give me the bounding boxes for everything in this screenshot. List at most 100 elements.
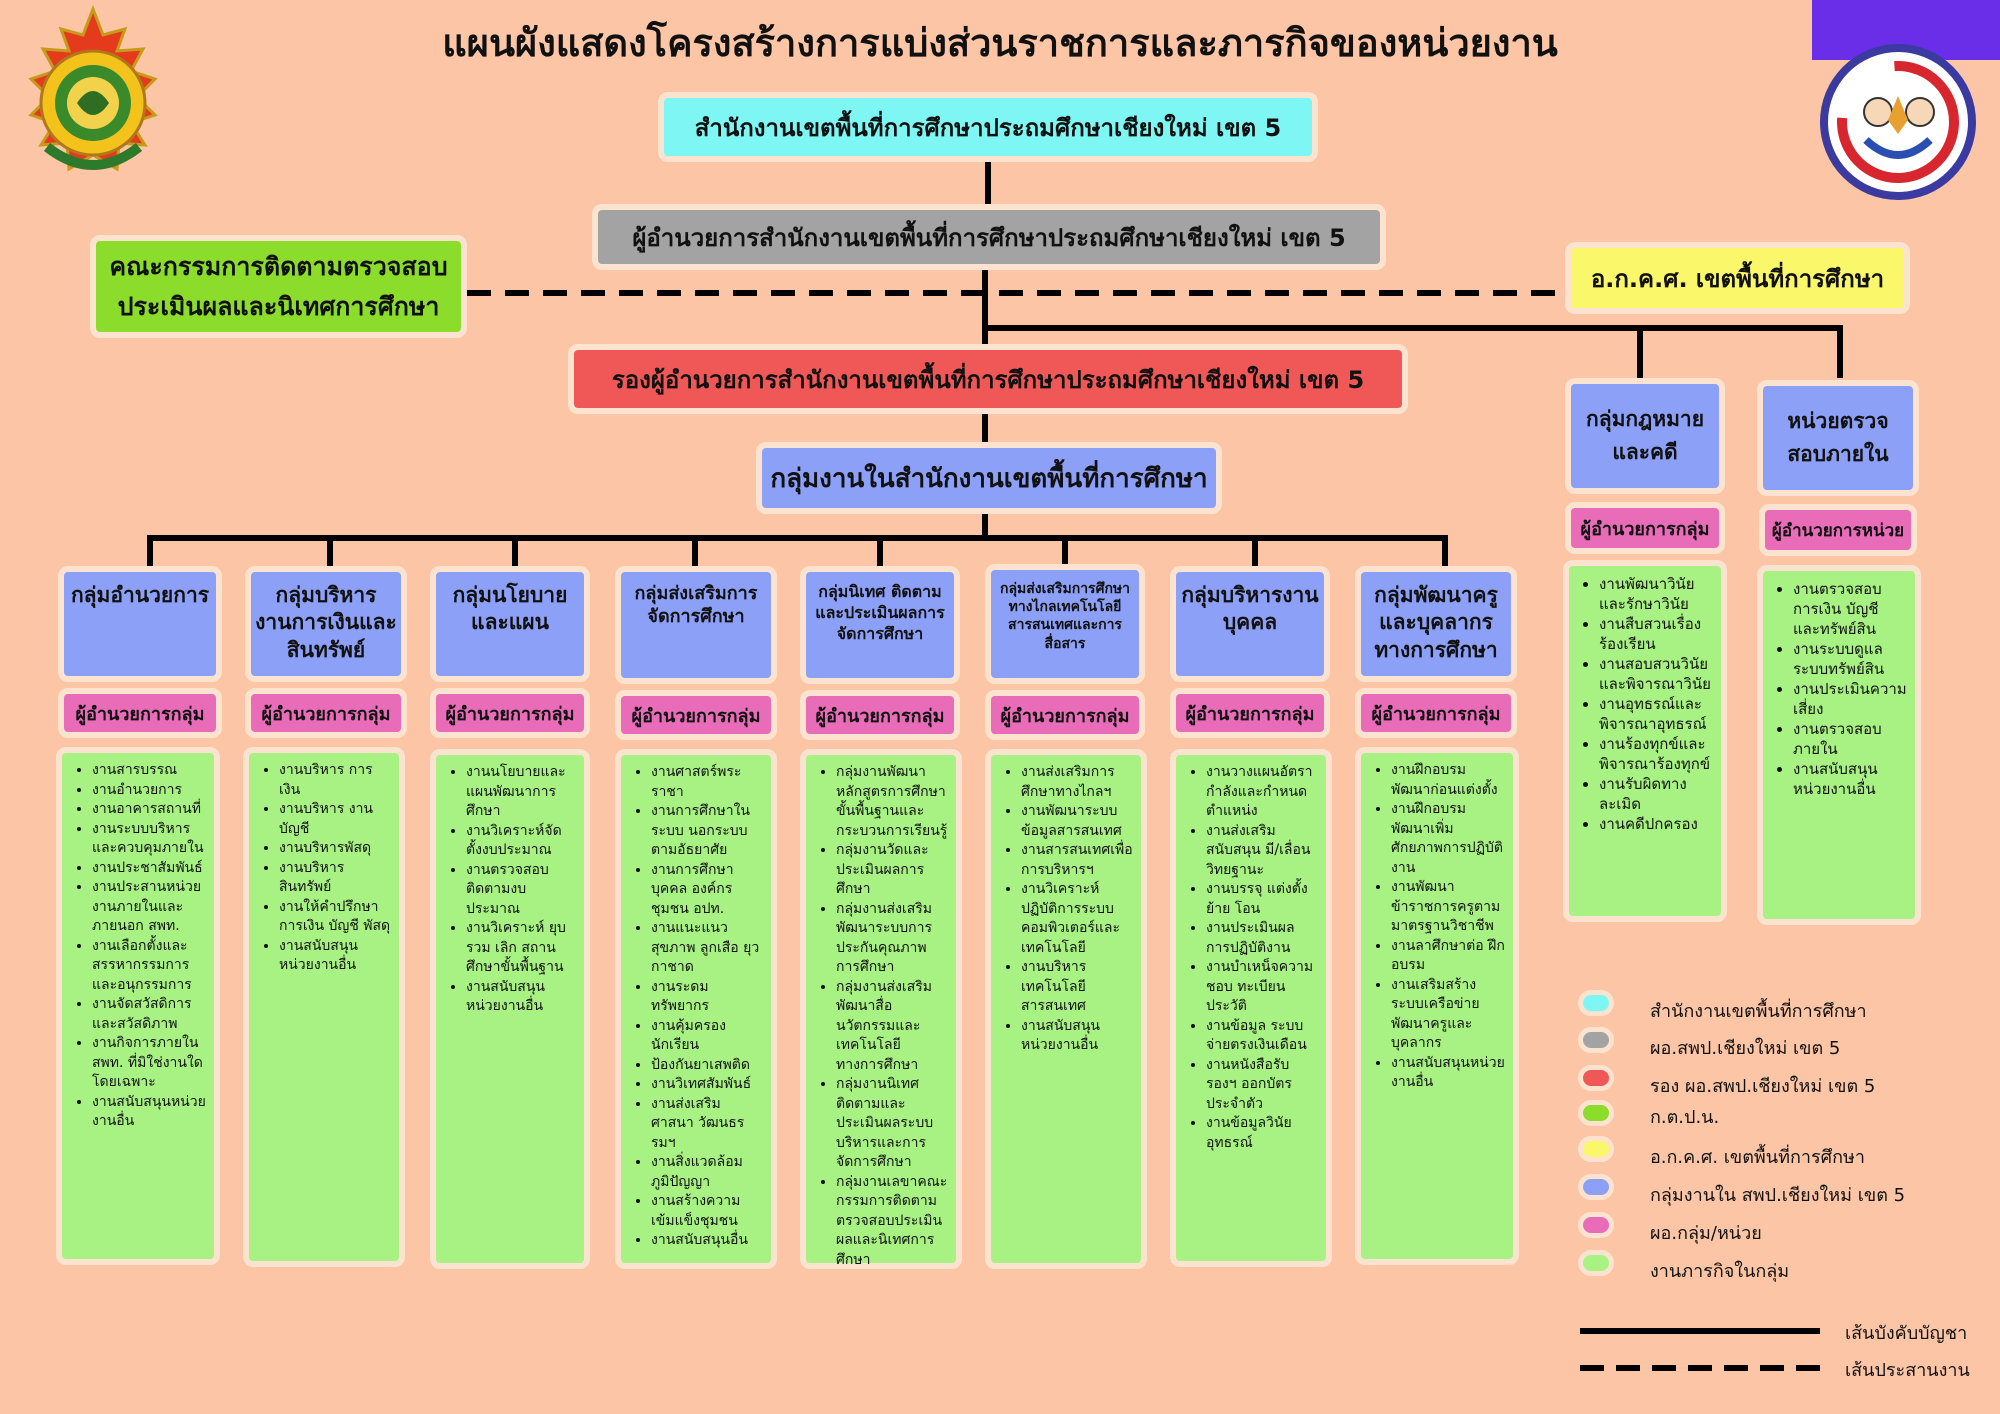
legend-swatch	[1578, 1100, 1614, 1126]
dashed-line-legend-label: เส้นประสานงาน	[1845, 1360, 1970, 1381]
group-header: กลุ่มบริหารงานการเงินและสินทรัพย์	[245, 566, 407, 682]
duty-item: งานการศึกษาบุคคล องค์กร ชุมชน อปท.	[651, 861, 763, 920]
group-header: กลุ่มพัฒนาครูและบุคลากรทางการศึกษา	[1355, 566, 1517, 682]
duty-list: งานวางแผนอัตรากำลังและกำหนดตำแหน่ง งานส่…	[1176, 763, 1326, 1153]
duty-item: งานตรวจสอบติดตามงบประมาณ	[466, 861, 576, 920]
duty-item: งานหนังสือรับรองฯ ออกบัตรประจำตัว	[1206, 1056, 1318, 1115]
duty-item: กลุ่มงานเลขาคณะกรรมการติดตามตรวจสอบประเม…	[836, 1173, 948, 1271]
legend-label: ผอ.สพป.เชียงใหม่ เขต 5	[1650, 1038, 1841, 1059]
legend-label: กลุ่มงานใน สพป.เชียงใหม่ เขต 5	[1650, 1185, 1906, 1206]
duty-item: งานข้อมูล ระบบจ่ายตรงเงินเดือน	[1206, 1017, 1318, 1056]
duty-item: งานสนับสนุนอื่น	[651, 1231, 763, 1251]
duty-item: งานลาศึกษาต่อ ฝึกอบรม	[1391, 937, 1505, 976]
duty-item: งานฝึกอบรมพัฒนาเพิ่มศักยภาพการปฏิบัติงาน	[1391, 800, 1505, 878]
duty-item: งานข้อมูลวินัย อุทธรณ์	[1206, 1114, 1318, 1153]
duty-item: งานอาคารสถานที่	[92, 800, 206, 820]
group-duties: งานส่งเสริมการศึกษาทางไกลฯ งานพัฒนาระบบข…	[985, 749, 1147, 1269]
audit-unit-line2: สอบภายใน	[1787, 442, 1889, 466]
duty-item: งานวางแผนอัตรากำลังและกำหนดตำแหน่ง	[1206, 763, 1318, 822]
duty-item: งานรับผิดทางละเมิด	[1599, 774, 1713, 814]
legend-label: สำนักงานเขตพื้นที่การศึกษา	[1650, 1001, 1867, 1022]
group-duties: งานสารบรรณ งานอำนวยการ งานอาคารสถานที่ ง…	[56, 747, 220, 1265]
group-header: กลุ่มนโยบายและแผน	[430, 566, 590, 682]
duty-item: งานสิ่งแวดล้อม ภูมิปัญญา	[651, 1153, 763, 1192]
duty-item: งานสอบสวนวินัยและพิจารณาวินัย	[1599, 654, 1713, 694]
duty-item: งานบริหาร สินทรัพย์	[279, 859, 391, 898]
legend-label: รอง ผอ.สพป.เชียงใหม่ เขต 5	[1650, 1076, 1876, 1097]
duty-list: งานบริหาร การเงิน งานบริหาร งานบัญชี งาน…	[249, 761, 399, 976]
duty-item: งานบำเหน็จความชอบ ทะเบียนประวัติ	[1206, 958, 1318, 1017]
group-duties: งานบริหาร การเงิน งานบริหาร งานบัญชี งาน…	[243, 747, 405, 1267]
duty-item: กลุ่มงานพัฒนาหลักสูตรการศึกษาขั้นพื้นฐาน…	[836, 763, 948, 841]
duty-item: งานวิเคราะห์ ยุบ รวม เลิก สถานศึกษาขั้นพ…	[466, 919, 576, 978]
group-duties: งานศาสตร์พระราชา งานการศึกษาในระบบ นอกระ…	[615, 749, 777, 1269]
legal-group-header: กลุ่มกฎหมาย และคดี	[1565, 378, 1725, 494]
group-manager: ผู้อำนวยการกลุ่ม	[615, 690, 777, 740]
duty-item: งานระบบดูแลระบบทรัพย์สิน	[1793, 639, 1907, 679]
legend-swatch	[1578, 1027, 1614, 1053]
office-box: สำนักงานเขตพื้นที่การศึกษาประถมศึกษาเชีย…	[658, 92, 1318, 162]
duty-item: งานคดีปกครอง	[1599, 814, 1713, 834]
duty-item: งานเสริมสร้างระบบเครือข่ายพัฒนาครูและบุค…	[1391, 976, 1505, 1054]
duty-list: กลุ่มงานพัฒนาหลักสูตรการศึกษาขั้นพื้นฐาน…	[806, 763, 956, 1270]
duty-item: งานสารสนเทศเพื่อการบริหารฯ	[1021, 841, 1133, 880]
group-manager: ผู้อำนวยการกลุ่ม	[985, 690, 1145, 740]
duty-item: งานคุ้มครองนักเรียน	[651, 1017, 763, 1056]
legal-group-line1: กลุ่มกฎหมาย	[1585, 407, 1705, 431]
duty-item: งานบรรจุ แต่งตั้ง ย้าย โอน	[1206, 880, 1318, 919]
group-duties: กลุ่มงานพัฒนาหลักสูตรการศึกษาขั้นพื้นฐาน…	[800, 749, 962, 1269]
duty-item: งานตรวจสอบภายใน	[1793, 719, 1907, 759]
committee-line1: คณะกรรมการติดตามตรวจสอบ	[109, 251, 448, 281]
duty-item: งานสืบสวนเรื่องร้องเรียน	[1599, 614, 1713, 654]
duty-item: งานการศึกษาในระบบ นอกระบบ ตามอัธยาศัย	[651, 802, 763, 861]
duty-item: งานวิเคราะห์ปฏิบัติการระบบคอมพิวเตอร์และ…	[1021, 880, 1133, 958]
duty-item: งานสนับสนุนหน่วยงานอื่น	[1793, 759, 1907, 799]
legal-group-duties: งานพัฒนาวินัยและรักษาวินัย งานสืบสวนเรื่…	[1563, 560, 1727, 922]
legend-swatch	[1578, 1250, 1614, 1276]
duty-item: งานนโยบายและแผนพัฒนาการศึกษา	[466, 763, 576, 822]
duty-item: งานอุทธรณ์และพิจารณาอุทธรณ์	[1599, 694, 1713, 734]
group-header: กลุ่มส่งเสริมการศึกษาทางไกลเทคโนโลยีสารส…	[985, 564, 1145, 684]
group-header: กลุ่มนิเทศ ติดตามและประเมินผลการจัดการศึ…	[800, 566, 960, 684]
duty-item: กลุ่มงานส่งเสริมพัฒนาสื่อ นวัตกรรมและเทค…	[836, 978, 948, 1076]
duty-item: งานพัฒนาข้าราชการครูตามมาตรฐานวิชาชีพ	[1391, 878, 1505, 937]
duty-item: งานเลือกตั้งและสรรหากรรมการและอนุกรรมการ	[92, 937, 206, 996]
duty-item: งานตรวจสอบการเงิน บัญชี และทรัพย์สิน	[1793, 579, 1907, 639]
committee-box: คณะกรรมการติดตามตรวจสอบ ประเมินผลและนิเท…	[90, 235, 467, 338]
duty-list: งานพัฒนาวินัยและรักษาวินัย งานสืบสวนเรื่…	[1569, 574, 1721, 834]
audit-unit-manager: ผู้อำนวยการหน่วย	[1759, 504, 1917, 556]
duty-item: งานอำนวยการ	[92, 781, 206, 801]
audit-unit-header: หน่วยตรวจ สอบภายใน	[1757, 380, 1919, 496]
duty-list: งานส่งเสริมการศึกษาทางไกลฯ งานพัฒนาระบบข…	[991, 763, 1141, 1056]
duty-list: งานสารบรรณ งานอำนวยการ งานอาคารสถานที่ ง…	[62, 761, 214, 1132]
duty-item: งานพัฒนาระบบข้อมูลสารสนเทศ	[1021, 802, 1133, 841]
duty-item: งานสนับสนุนหน่วยงานอื่น	[1391, 1054, 1505, 1093]
audit-unit-duties: งานตรวจสอบการเงิน บัญชี และทรัพย์สิน งาน…	[1757, 565, 1921, 925]
legal-group-line2: และคดี	[1612, 440, 1678, 464]
duty-item: กลุ่มงานส่งเสริมพัฒนาระบบการประกันคุณภาพ…	[836, 900, 948, 978]
group-header: กลุ่มบริหารงานบุคคล	[1170, 566, 1330, 682]
duty-item: งานส่งเสริมการศึกษาทางไกลฯ	[1021, 763, 1133, 802]
group-header: กลุ่มส่งเสริมการจัดการศึกษา	[615, 566, 777, 684]
duty-item: งานประเมินผลการปฏิบัติงาน	[1206, 919, 1318, 958]
legend-swatch	[1578, 1065, 1614, 1091]
legend-label: งานภารกิจในกลุ่ม	[1650, 1261, 1790, 1282]
duty-item: งานส่งเสริม สนับสนุน มี/เลื่อนวิทยฐานะ	[1206, 822, 1318, 881]
page-title: แผนผังแสดงโครงสร้างการแบ่งส่วนราชการและภ…	[442, 21, 1558, 65]
duty-item: งานร้องทุกข์และพิจารณาร้องทุกข์	[1599, 734, 1713, 774]
group-manager: ผู้อำนวยการกลุ่ม	[430, 688, 590, 738]
duty-item: งานวิเทศสัมพันธ์	[651, 1075, 763, 1095]
duty-item: งานสนับสนุนหน่วยงานอื่น	[279, 937, 391, 976]
duty-item: งานประสานหน่วยงานภายในและภายนอก สพท.	[92, 878, 206, 937]
duty-item: งานส่งเสริมศาสนา วัฒนธรรมฯ	[651, 1095, 763, 1154]
duty-item: กลุ่มงานวัดและประเมินผลการศึกษา	[836, 841, 948, 900]
duty-item: งานบริหาร งานบัญชี	[279, 800, 391, 839]
duty-list: งานตรวจสอบการเงิน บัญชี และทรัพย์สิน งาน…	[1763, 579, 1915, 799]
group-manager: ผู้อำนวยการกลุ่ม	[1355, 688, 1517, 738]
okks-box: อ.ก.ค.ศ. เขตพื้นที่การศึกษา	[1565, 242, 1910, 314]
duty-item: งานให้คำปรึกษาการเงิน บัญชี พัสดุ	[279, 898, 391, 937]
obec-circle-logo	[1812, 0, 2000, 200]
duty-item: งานบริหาร การเงิน	[279, 761, 391, 800]
group-manager: ผู้อำนวยการกลุ่ม	[58, 688, 222, 738]
